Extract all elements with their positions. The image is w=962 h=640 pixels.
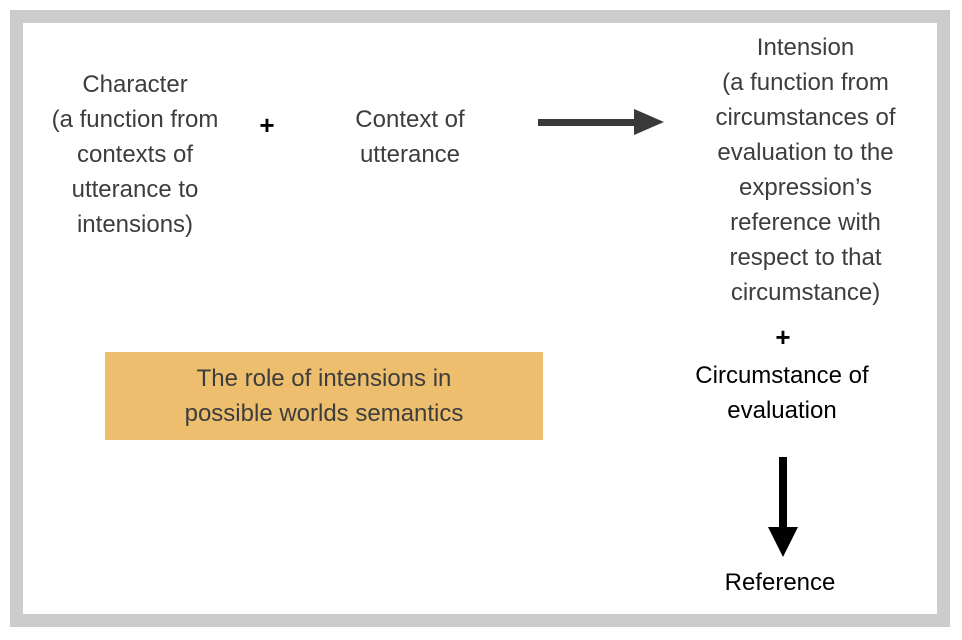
node-character: Character (a function from contexts of u…: [51, 71, 219, 238]
plus-operator-right: +: [775, 322, 791, 352]
node-intension: Intension (a function from circumstances…: [715, 34, 896, 306]
node-reference: Reference: [724, 569, 836, 596]
node-circumstance-of-evaluation: Circumstance of evaluation: [695, 362, 869, 424]
caption-text: The role of intensions in possible world…: [184, 365, 464, 427]
node-context-of-utterance: Context of utterance: [355, 106, 465, 168]
down-arrow-icon: [768, 457, 798, 557]
caption-highlight-box: The role of intensions in possible world…: [105, 352, 543, 440]
diagram-frame: [10, 10, 950, 627]
plus-operator-top: +: [259, 110, 275, 140]
right-arrow-icon: [538, 109, 664, 135]
